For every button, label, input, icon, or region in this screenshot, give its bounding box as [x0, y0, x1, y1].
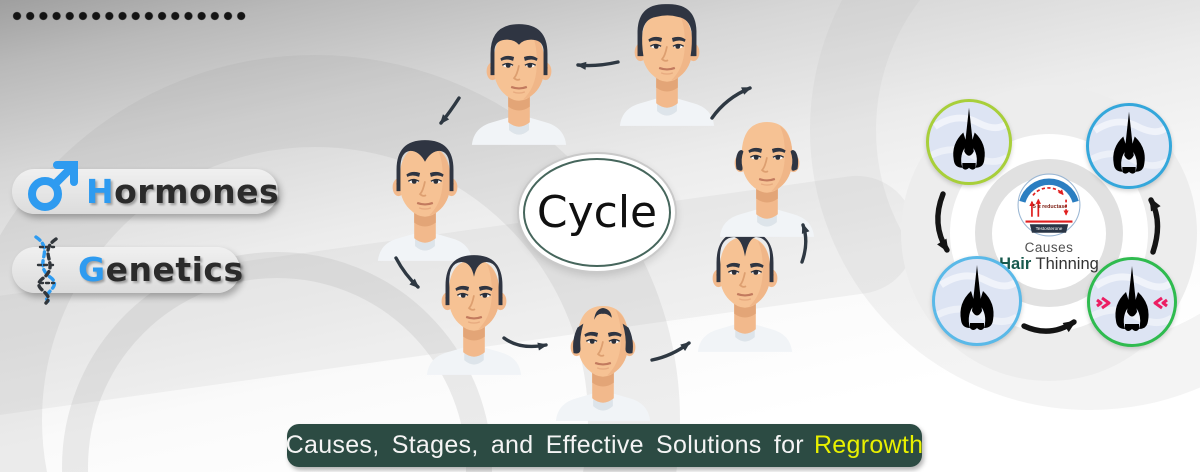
- thinning-follicle-circle: [932, 256, 1022, 346]
- cycle-inner-ring: Cycle: [523, 158, 671, 267]
- head-stage-full-hair: [613, 4, 721, 129]
- enzyme-label: 5 α reductase: [1033, 204, 1067, 210]
- factor-genetics-pill: Genetics: [12, 235, 243, 305]
- dht-attacked-follicle-icon: [1090, 260, 1174, 344]
- caption-thinning: Thinning: [1031, 255, 1099, 273]
- dot-row-decoration: [12, 10, 250, 22]
- cycle-arrow-top: [576, 60, 620, 70]
- cycle-arrow-upper-left: [439, 96, 461, 125]
- diagram-arrows: [935, 191, 1161, 334]
- genetics-initial: G: [78, 250, 106, 289]
- hormones-label: Hormones: [86, 169, 279, 214]
- banner-highlight: Regrowth: [813, 431, 924, 459]
- healthy-follicle-circle: .fc1 .froot, .fc3 .froot, .fc4 .froot { …: [926, 99, 1012, 185]
- dead-follicle-circle: [1086, 103, 1172, 189]
- head-stage-receding-hairline: [371, 140, 479, 264]
- cycle-arrow-regrowth: [710, 86, 752, 120]
- cycle-center-badge: Cycle: [517, 152, 677, 273]
- cycle-label: Cycle: [536, 187, 658, 238]
- cycle-arrow-bottom-left: [502, 336, 548, 351]
- cycle-arrow-right: [800, 223, 810, 264]
- healthy-follicle-icon: .fc1 .froot, .fc3 .froot, .fc4 .froot { …: [929, 102, 1009, 182]
- head-stage-widows-peak: [691, 231, 799, 355]
- dna-icon: [34, 235, 58, 305]
- dead-follicle-icon: [1089, 106, 1169, 186]
- male-symbol-icon: [28, 161, 78, 211]
- head-stage-m-shape: [420, 255, 528, 378]
- hormones-initial: H: [86, 172, 115, 211]
- banner-text: Causes, Stages, and Effective Solutions …: [285, 431, 804, 459]
- hair-thinning-cycle-diagram: 5 α reductase Testosterone Causes Hair T…: [898, 82, 1200, 384]
- cycle-arrow-lower-left: [394, 256, 420, 289]
- head-stage-slight-recession: [465, 24, 573, 148]
- head-stage-bald: [713, 112, 821, 240]
- genetics-rest: enetics: [105, 250, 244, 289]
- thinning-follicle-icon: [935, 259, 1019, 343]
- genetics-label: Genetics: [78, 247, 244, 293]
- hormone-label: Testosterone: [1036, 226, 1063, 231]
- head-stage-crown-balding: [549, 296, 657, 424]
- title-banner: Causes, Stages, and Effective Solutions …: [285, 424, 924, 467]
- caption-causes: Causes: [1024, 240, 1074, 255]
- dht-chevrons-icon: [1096, 296, 1168, 310]
- testosterone-chart: 5 α reductase Testosterone: [1017, 173, 1081, 237]
- hormones-rest: ormones: [114, 172, 280, 211]
- dht-attacked-follicle-circle: [1087, 257, 1177, 347]
- factor-hormones-pill: Hormones: [12, 161, 279, 214]
- cycle-arrow-bottom-right: [650, 341, 691, 362]
